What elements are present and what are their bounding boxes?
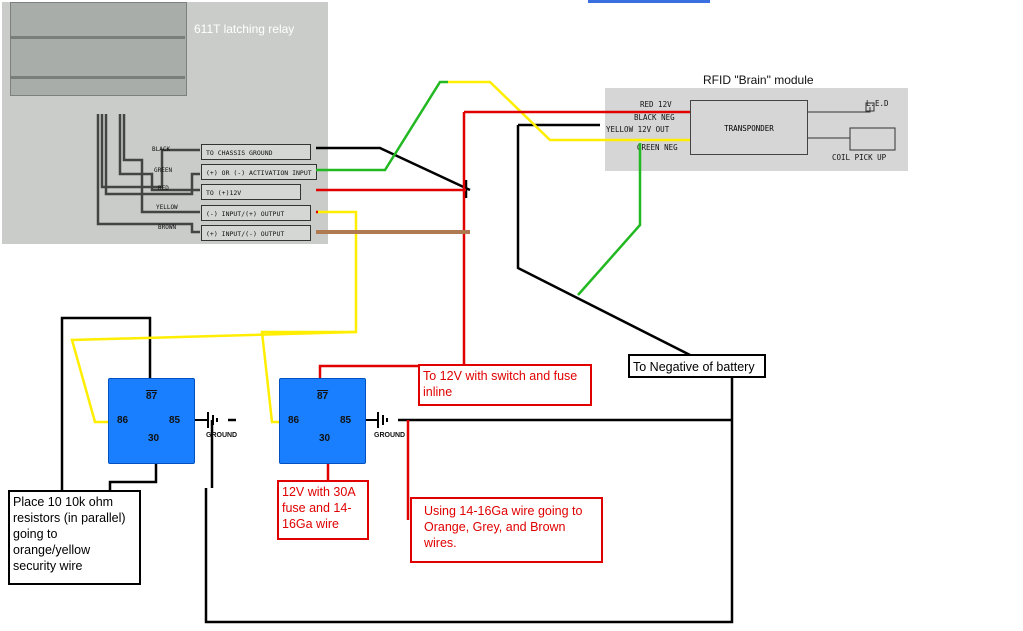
relay-1: 87 86 85 30 — [108, 378, 195, 464]
relay-housing — [10, 2, 187, 96]
note-resistors: Place 10 10k ohm resistors (in parallel)… — [8, 490, 141, 585]
note-negative-battery: To Negative of battery — [628, 354, 766, 378]
relay-1-pin-87: 87 — [146, 391, 158, 402]
relay-2-pin-85: 85 — [340, 415, 352, 426]
relay-2-pin-30: 30 — [319, 433, 331, 444]
terminal-chassis-ground: TO CHASSIS GROUND — [201, 144, 311, 160]
led-label: L.E.D — [866, 99, 889, 108]
terminal-pos-input: (+) INPUT/(-) OUTPUT — [201, 225, 311, 241]
relay-1-pin-30: 30 — [148, 433, 160, 444]
rfid-wire-green: GREEN NEG — [637, 143, 678, 152]
ground-label-1: GROUND — [206, 432, 238, 439]
rfid-wire-black: BLACK NEG — [634, 113, 675, 122]
terminal-neg-input: (-) INPUT/(+) OUTPUT — [201, 205, 311, 221]
relay-photo: 611T latching relay BLACK GREEN RED YELL… — [2, 2, 328, 244]
coil-label: COIL PICK UP — [832, 153, 887, 162]
ground-label-2: GROUND — [374, 432, 406, 439]
wire-label-yellow: YELLOW — [156, 204, 178, 211]
wire-label-red: RED — [158, 185, 169, 192]
terminal-activation-input: (+) OR (-) ACTIVATION INPUT — [201, 164, 317, 180]
rfid-wire-red: RED 12V — [640, 100, 672, 109]
relay-1-pin-86: 86 — [117, 415, 129, 426]
relay-2-pin-87: 87 — [317, 391, 329, 402]
rfid-module — [605, 88, 908, 171]
wire-label-black: BLACK — [152, 146, 171, 153]
relay-2: 87 86 85 30 — [279, 378, 366, 464]
terminal-12v: TO (+)12V — [201, 184, 301, 200]
note-gauge-wire: Using 14-16Ga wire going to Orange, Grey… — [410, 497, 603, 563]
transponder-box: TRANSPONDER — [690, 100, 808, 155]
relay-2-pin-86: 86 — [288, 415, 300, 426]
photo-title: 611T latching relay — [194, 22, 295, 36]
note-switch-fuse: To 12V with switch and fuse inline — [418, 364, 592, 406]
rfid-title: RFID "Brain" module — [703, 73, 814, 87]
note-30a-fuse: 12V with 30A fuse and 14-16Ga wire — [277, 480, 369, 540]
relay-1-pin-85: 85 — [169, 415, 181, 426]
rfid-wire-yellow: YELLOW 12V OUT — [606, 125, 670, 134]
wire-label-green: GREEN — [154, 167, 173, 174]
top-link-bar — [588, 0, 710, 3]
wire-label-brown: BROWN — [158, 224, 177, 231]
